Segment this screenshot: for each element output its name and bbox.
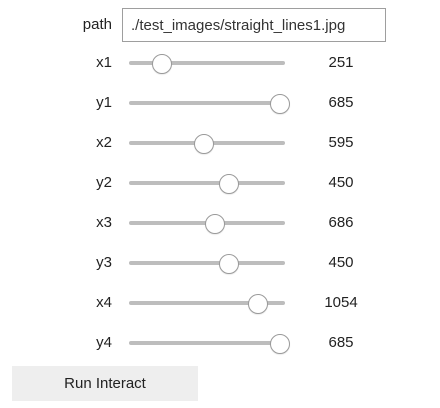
- slider-value-y2: 450: [328, 174, 354, 191]
- slider-label-y2: y2: [96, 174, 112, 191]
- slider-rail: [129, 301, 285, 305]
- slider-y3[interactable]: [129, 250, 285, 276]
- slider-value-x4: 1054: [324, 294, 358, 311]
- slider-value-y1: 685: [328, 94, 354, 111]
- slider-row-x4: x4 1054: [0, 290, 440, 316]
- slider-x3[interactable]: [129, 210, 285, 236]
- slider-thumb-y3[interactable]: [218, 254, 239, 274]
- slider-label-x3: x3: [96, 214, 112, 231]
- run-interact-button[interactable]: Run Interact: [12, 366, 198, 401]
- slider-x2[interactable]: [129, 130, 285, 156]
- slider-label-y4: y4: [96, 334, 112, 351]
- slider-row-x1: x1 251: [0, 50, 440, 76]
- slider-value-x3: 686: [328, 214, 354, 231]
- slider-value-x2: 595: [328, 134, 354, 151]
- path-row: path: [0, 8, 440, 42]
- slider-thumb-y1[interactable]: [270, 94, 291, 114]
- slider-rail: [129, 101, 285, 105]
- slider-thumb-x3[interactable]: [204, 214, 225, 234]
- slider-rail: [129, 341, 285, 345]
- slider-row-y2: y2 450: [0, 170, 440, 196]
- slider-thumb-y4[interactable]: [270, 334, 291, 354]
- slider-label-y3: y3: [96, 254, 112, 271]
- slider-row-y1: y1 685: [0, 90, 440, 116]
- slider-y1[interactable]: [129, 90, 291, 116]
- slider-label-x2: x2: [96, 134, 112, 151]
- path-label: path: [82, 16, 112, 33]
- slider-row-y3: y3 450: [0, 250, 440, 276]
- slider-label-x4: x4: [96, 294, 112, 311]
- slider-value-y4: 685: [328, 334, 354, 351]
- slider-x4[interactable]: [129, 290, 285, 316]
- slider-thumb-x2[interactable]: [193, 134, 214, 154]
- slider-y4[interactable]: [129, 330, 291, 356]
- slider-x1[interactable]: [129, 50, 285, 76]
- slider-y2[interactable]: [129, 170, 285, 196]
- slider-row-x3: x3 686: [0, 210, 440, 236]
- slider-label-x1: x1: [96, 54, 112, 71]
- slider-value-x1: 251: [328, 54, 354, 71]
- slider-row-x2: x2 595: [0, 130, 440, 156]
- slider-thumb-y2[interactable]: [218, 174, 239, 194]
- slider-rail: [129, 181, 285, 185]
- slider-label-y1: y1: [96, 94, 112, 111]
- slider-thumb-x1[interactable]: [151, 54, 172, 74]
- slider-rail: [129, 261, 285, 265]
- slider-thumb-x4[interactable]: [248, 294, 269, 314]
- slider-rail: [129, 61, 285, 65]
- slider-value-y3: 450: [328, 254, 354, 271]
- slider-row-y4: y4 685: [0, 330, 440, 356]
- path-input[interactable]: [122, 8, 386, 42]
